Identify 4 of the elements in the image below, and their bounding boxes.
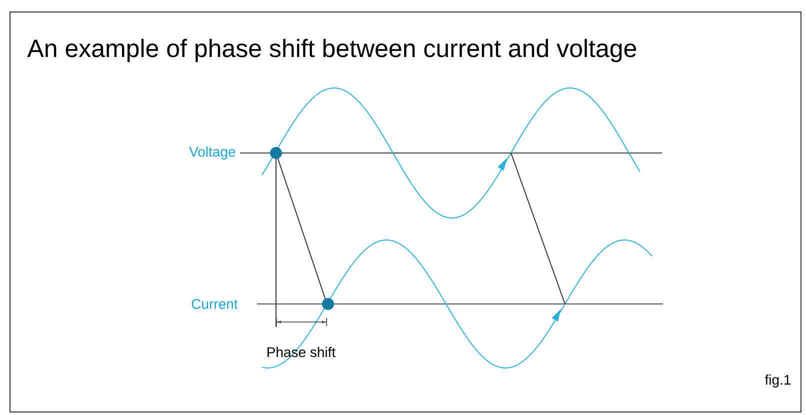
title: An example of phase shift between current and voltage xyxy=(27,38,636,62)
wave-label: Current xyxy=(192,299,238,309)
figure-number: fig.1 xyxy=(764,374,791,388)
wave-label: Voltage xyxy=(189,146,236,160)
